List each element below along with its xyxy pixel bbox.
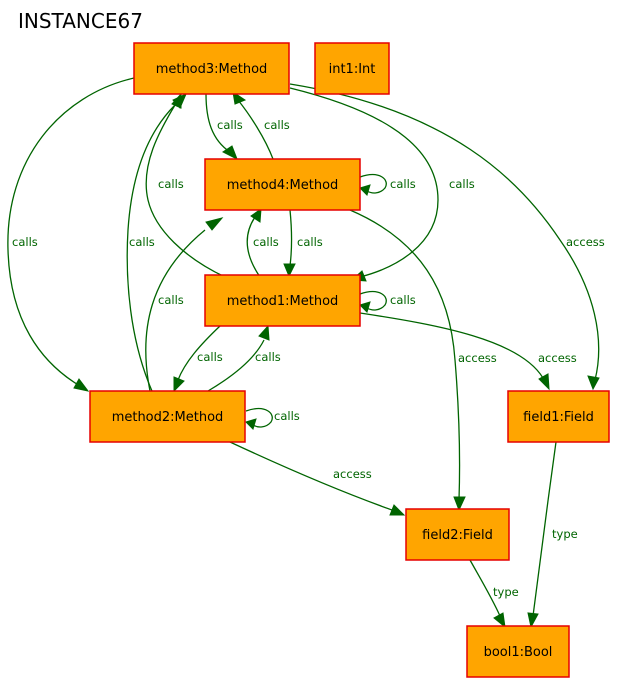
edge-method1-to-method4: calls	[246, 207, 279, 278]
edge-method4-to-field2: access	[349, 209, 497, 512]
edge-method3-to-method1: calls	[289, 87, 475, 282]
edge-label: calls	[390, 177, 416, 191]
edge-method2-to-method3: calls	[126, 93, 187, 392]
edge-method1-to-field1: access	[359, 312, 577, 391]
node-field2: field2:Field	[405, 508, 510, 561]
node-label: method1:Method	[227, 294, 339, 309]
node-method1: method1:Method	[204, 274, 361, 327]
node-method4: method4:Method	[204, 158, 361, 211]
edge-label: calls	[274, 409, 300, 423]
edge-method4-to-method3: calls	[232, 90, 290, 160]
node-label: int1:Int	[329, 62, 376, 77]
edge-label: access	[333, 467, 372, 481]
node-field1: field1:Field	[507, 390, 610, 443]
edge-method4-self-loop: calls	[359, 173, 416, 196]
node-int1: int1:Int	[314, 42, 390, 95]
node-bool1: bool1:Bool	[466, 625, 570, 678]
node-method3: method3:Method	[133, 42, 290, 95]
node-label: field2:Field	[422, 528, 493, 543]
edge-label: calls	[253, 235, 279, 249]
node-label: field1:Field	[523, 410, 594, 425]
node-label: method3:Method	[156, 62, 268, 77]
edge-method3-to-method4: calls	[205, 93, 243, 161]
diagram-title: INSTANCE67	[18, 9, 143, 33]
edge-field2-to-bool1: type	[469, 559, 519, 629]
edge-label: calls	[158, 177, 184, 191]
edge-method2-self-loop: calls	[245, 407, 300, 430]
node-label: method4:Method	[227, 178, 339, 193]
edge-method3-to-field1: access	[289, 83, 605, 391]
edge-method1-to-method2: calls	[173, 325, 223, 393]
edge-label: calls	[12, 235, 38, 249]
edge-label: calls	[264, 118, 290, 132]
edge-label: type	[493, 585, 519, 599]
edge-method3-to-method2: calls	[7, 77, 135, 392]
node-label: method2:Method	[112, 410, 224, 425]
edge-method2-to-field2: access	[229, 441, 406, 516]
edge-label: calls	[129, 235, 155, 249]
node-label: bool1:Bool	[484, 645, 553, 660]
edge-field1-to-bool1: type	[527, 441, 578, 629]
edge-method2-to-method4: calls	[145, 217, 224, 392]
edge-method1-self-loop: calls	[359, 290, 416, 313]
node-method2: method2:Method	[89, 390, 246, 443]
edge-label: access	[538, 351, 577, 365]
edge-label: access	[566, 235, 605, 249]
edge-method4-to-method1: calls	[283, 209, 323, 278]
edge-label: calls	[217, 118, 243, 132]
edge-label: calls	[255, 350, 281, 364]
edge-label: access	[458, 351, 497, 365]
edge-label: calls	[158, 293, 184, 307]
edge-method2-to-method1: calls	[207, 324, 281, 392]
edge-label: calls	[297, 235, 323, 249]
edge-label: calls	[197, 350, 223, 364]
edge-label: calls	[390, 293, 416, 307]
edge-label: calls	[449, 177, 475, 191]
edge-label: type	[552, 527, 578, 541]
